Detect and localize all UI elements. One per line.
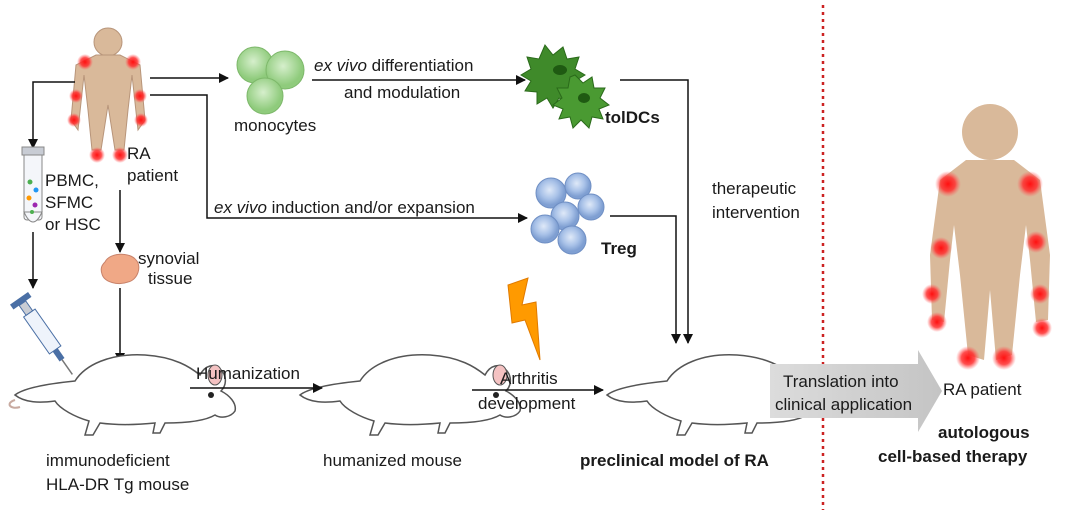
- immunodeficient-label-line1: immunodeficient: [46, 451, 170, 470]
- humanization-label: Humanization: [196, 364, 300, 383]
- monocytes-label: monocytes: [234, 116, 316, 135]
- svg-text:ex vivo induction and/or expan: ex vivo induction and/or expansion: [214, 198, 475, 217]
- pbmc-tube-icon: [21, 146, 45, 223]
- synovial-tissue-icon: [100, 253, 140, 285]
- therapeutic-label-line2: intervention: [712, 203, 800, 222]
- arthritis-label-line1: Arthritis: [500, 369, 558, 388]
- ra-patient-label-line1: RA: [127, 144, 151, 163]
- arthritis-label-line2: development: [478, 394, 576, 413]
- synovial-label-line1: synovial: [138, 249, 199, 268]
- lightning-icon: [507, 277, 541, 361]
- arrow-to-pbmc: [28, 81, 75, 149]
- therapeutic-label-line1: therapeutic: [712, 179, 797, 198]
- pbmc-label-line1: PBMC,: [45, 171, 99, 190]
- pbmc-label-line3: or HSC: [45, 215, 101, 234]
- translation-label-line1: Translation into: [783, 372, 899, 391]
- and-modulation-label: and modulation: [344, 83, 460, 102]
- toldcs-label: tolDCs: [605, 108, 660, 127]
- translation-label-line2: clinical application: [775, 395, 912, 414]
- ex-vivo-ind-italic: ex vivo: [214, 198, 267, 217]
- arrow-toldc-to-model: [620, 79, 693, 344]
- arrow-treg-to-model: [610, 215, 681, 344]
- pbmc-label-line2: SFMC: [45, 193, 93, 212]
- ex-vivo-diff-rest: differentiation: [367, 56, 473, 75]
- humanized-mouse-label: humanized mouse: [323, 451, 462, 470]
- immunodeficient-label-line2: HLA-DR Tg mouse: [46, 475, 189, 494]
- toldc-cells: [520, 44, 610, 129]
- treg-label: Treg: [601, 239, 637, 258]
- autologous-label-line2: cell-based therapy: [878, 447, 1028, 466]
- svg-text:ex vivo differentiation: ex vivo differentiation: [314, 56, 473, 75]
- ra-patient-figure-large: [922, 104, 1052, 370]
- ra-patient-figure-small: [67, 27, 148, 163]
- immunodeficient-mouse-icon: [8, 354, 237, 436]
- ra-patient-right-label: RA patient: [943, 380, 1022, 399]
- ra-patient-label-line2: patient: [127, 166, 178, 185]
- ex-vivo-diff-italic: ex vivo: [314, 56, 367, 75]
- ex-vivo-ind-rest: induction and/or expansion: [267, 198, 475, 217]
- monocytes-cells: [236, 46, 305, 115]
- syringe-icon: [10, 291, 73, 375]
- preclinical-label: preclinical model of RA: [580, 451, 769, 470]
- arrow-to-treg: [150, 94, 528, 223]
- treg-cells: [530, 172, 605, 255]
- autologous-label-line1: autologous: [938, 423, 1030, 442]
- synovial-label-line2: tissue: [148, 269, 192, 288]
- translation-arrow: [770, 350, 942, 432]
